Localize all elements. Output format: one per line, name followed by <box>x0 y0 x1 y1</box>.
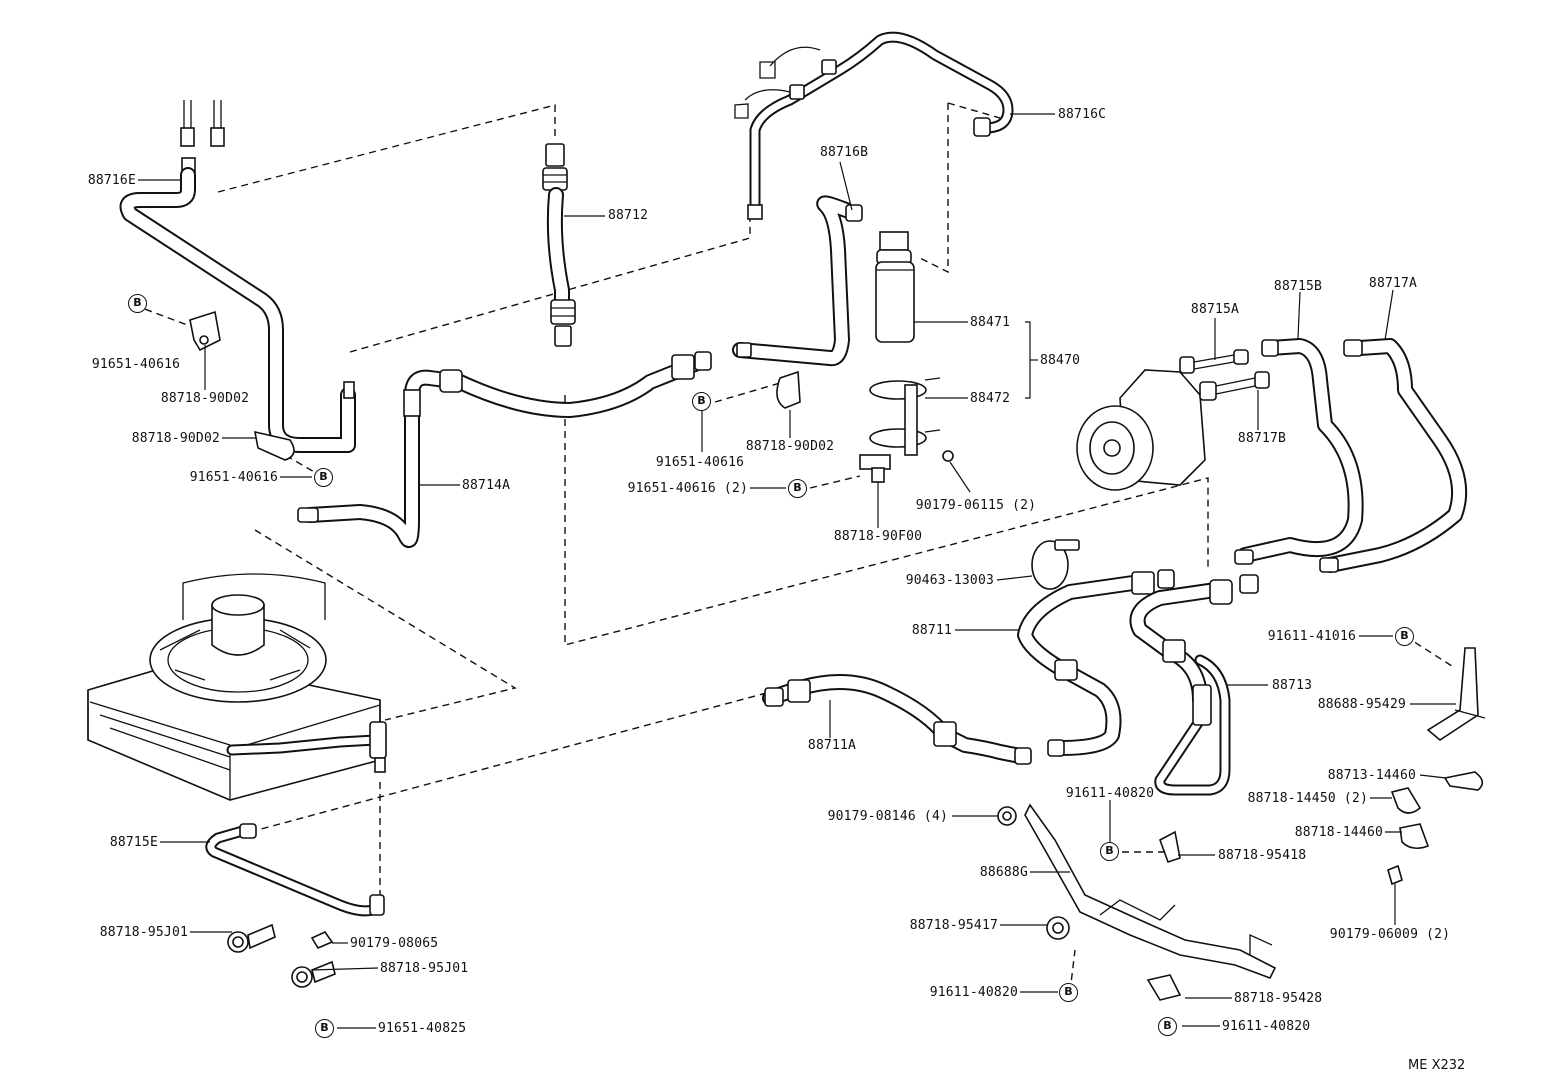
bolt-marker: B <box>315 1019 334 1038</box>
label-88718-95j01-a: 88718-95J01 <box>99 925 188 940</box>
label-91651-40616-a: 91651-40616 <box>91 357 181 372</box>
clamp-88718-95418 <box>1159 830 1181 864</box>
label-91611-41016: 91611-41016 <box>1267 629 1356 644</box>
label-88718-90d02-c: 88718-90D02 <box>745 439 835 454</box>
clamp-88718-95j01-a <box>227 923 276 953</box>
clamp-88718-14450 <box>1390 787 1422 814</box>
nut-90179-08065 <box>310 930 334 950</box>
label-91651-40825: 91651-40825 <box>378 1021 467 1036</box>
bolt-marker: B <box>788 479 807 498</box>
hose-88713 <box>1129 574 1259 796</box>
label-88711: 88711 <box>911 623 952 638</box>
label-88717a: 88717A <box>1368 276 1418 291</box>
bolt-marker: B <box>692 392 711 411</box>
label-90463-13003: 90463-13003 <box>905 573 994 588</box>
bolt-marker: B <box>1158 1017 1177 1036</box>
hose-88717a <box>1319 338 1468 573</box>
label-88471: 88471 <box>970 315 1011 330</box>
bracket-88688g <box>1024 803 1277 979</box>
clamp-88718-95417 <box>1046 916 1070 940</box>
receiver-88471 <box>875 231 915 343</box>
bolt-marker: B <box>1100 842 1119 861</box>
label-88718-95428: 88718-95428 <box>1234 991 1323 1006</box>
bolt-marker: B <box>1395 627 1414 646</box>
leader-lines <box>138 113 1456 1029</box>
label-88716e: 88716E <box>87 173 136 188</box>
pipe-88715e <box>205 823 385 917</box>
band-90463-13003 <box>1031 539 1080 590</box>
hose-88716b <box>732 195 863 367</box>
hose-88711 <box>1017 569 1175 757</box>
label-88718-90d02-b: 88718-90D02 <box>131 431 220 446</box>
label-88688g: 88688G <box>979 865 1028 880</box>
clamp-88718-90d02-b <box>253 430 295 461</box>
hose-88712 <box>542 143 576 347</box>
hose-88711a <box>762 674 1032 765</box>
label-88711a: 88711A <box>807 738 857 753</box>
label-88718-95j01-b: 88718-95J01 <box>380 961 469 976</box>
label-88713-14460: 88713-14460 <box>1327 768 1416 783</box>
clamp-88718-95j01-b <box>291 960 336 988</box>
label-90179-08065: 90179-08065 <box>350 936 439 951</box>
clamp-88718-90d02-a <box>189 310 221 352</box>
label-88715e: 88715E <box>109 835 158 850</box>
label-91611-40820-b: 91611-40820 <box>929 985 1018 1000</box>
nut-90179-06009 <box>1387 864 1403 886</box>
label-91651-40616-2: 91651-40616 (2) <box>627 481 748 496</box>
label-88718-90f00: 88718-90F00 <box>833 529 923 544</box>
pipe-88716c <box>734 31 1014 220</box>
label-88712: 88712 <box>608 208 649 223</box>
assembly-dashed-lines <box>133 102 1456 993</box>
figure-code: ME X232 <box>1408 1058 1466 1073</box>
label-88688-95429: 88688-95429 <box>1317 697 1406 712</box>
bolt-marker: B <box>1059 983 1078 1002</box>
label-88718-95417: 88718-95417 <box>909 918 998 933</box>
label-88713: 88713 <box>1272 678 1313 693</box>
clamp-88718-95428 <box>1146 974 1182 1001</box>
label-91651-40616-b: 91651-40616 <box>189 470 278 485</box>
label-90179-08146: 90179-08146 (4) <box>827 809 948 824</box>
label-91611-40820-c: 91611-40820 <box>1222 1019 1311 1034</box>
label-88718-95418: 88718-95418 <box>1218 848 1307 863</box>
hose-88714a <box>297 351 712 548</box>
clamp-88718-14460 <box>1399 823 1430 850</box>
compressor <box>1076 369 1206 491</box>
label-88716b: 88716B <box>820 145 869 160</box>
condenser-fan-unit <box>87 573 387 801</box>
bolt-marker: B <box>314 468 333 487</box>
label-88718-14460: 88718-14460 <box>1294 825 1383 840</box>
label-88472: 88472 <box>970 391 1011 406</box>
label-88715b: 88715B <box>1273 279 1323 294</box>
label-88718-14450: 88718-14450 (2) <box>1247 791 1368 806</box>
bolt-marker: B <box>128 294 147 313</box>
label-88717b: 88717B <box>1237 431 1287 446</box>
label-88470: 88470 <box>1040 353 1081 368</box>
hose-88715b <box>1234 338 1364 565</box>
label-91651-40616-c: 91651-40616 <box>655 455 745 470</box>
label-88716c: 88716C <box>1058 107 1107 122</box>
clamp-88718-90d02-c <box>776 370 801 409</box>
label-88715a: 88715A <box>1190 302 1240 317</box>
clamp-88713-14460 <box>1443 771 1484 791</box>
label-90179-06115: 90179-06115 (2) <box>915 498 1037 513</box>
bracket-88688-95429 <box>1426 647 1486 741</box>
label-90179-06009: 90179-06009 (2) <box>1329 927 1451 942</box>
bracket-88472 <box>859 377 954 483</box>
label-88714a: 88714A <box>462 478 511 493</box>
label-91611-40820-a: 91611-40820 <box>1065 786 1155 801</box>
label-88718-90d02-a: 88718-90D02 <box>160 391 250 406</box>
fittings-88715a-88717b <box>1179 349 1270 401</box>
